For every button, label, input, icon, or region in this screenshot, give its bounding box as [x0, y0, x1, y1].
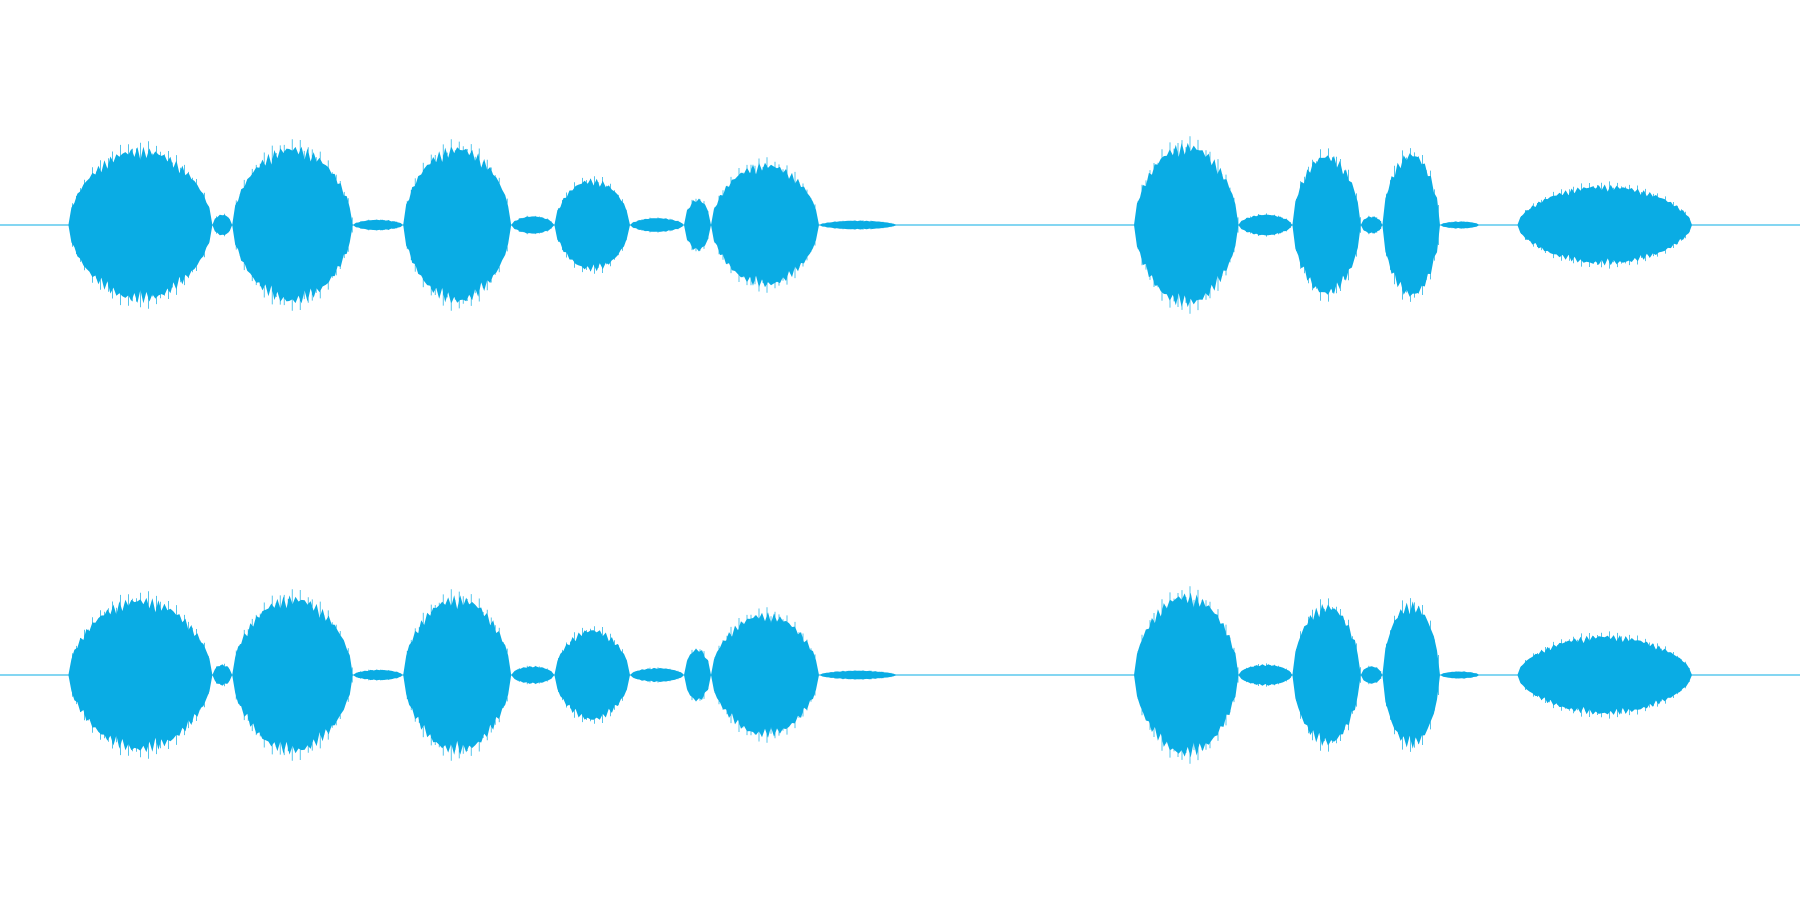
waveform-sample-lines [235, 139, 353, 311]
waveform-sample-lines [558, 176, 627, 274]
waveform-segment [711, 612, 819, 738]
waveform-sample-lines [687, 648, 709, 702]
waveform-sample-lines [406, 139, 508, 311]
waveform-segment [819, 670, 897, 680]
waveform-sample-lines [1364, 215, 1382, 235]
waveform-segment [212, 214, 233, 236]
waveform-channel-1 [0, 136, 1800, 314]
waveform-sample-lines [633, 217, 683, 233]
waveform-segment [819, 220, 897, 230]
waveform-segment [630, 218, 684, 232]
waveform-sample-lines [72, 141, 209, 309]
waveform-sample-lines [558, 626, 627, 724]
waveform-segment [630, 667, 684, 683]
waveform-sample-lines [1443, 671, 1477, 679]
waveform-segment [352, 219, 404, 231]
waveform-sample-lines [1364, 665, 1382, 685]
waveform-sample-lines [406, 589, 508, 761]
waveform-sample-lines [714, 607, 816, 743]
waveform-sample-lines [1296, 148, 1361, 302]
waveform-segment [1517, 184, 1692, 266]
waveform-segment [1517, 635, 1692, 715]
waveform-sample-lines [1242, 213, 1291, 237]
waveform-sample-lines [1242, 663, 1291, 687]
waveform-sample-lines [356, 219, 402, 231]
waveform-segment [1292, 155, 1361, 295]
waveform-segment [1238, 214, 1293, 236]
waveform-sample-lines [514, 215, 552, 235]
waveform-sample-lines [1443, 221, 1477, 229]
waveform-segment [1292, 604, 1361, 746]
waveform-sample-lines [72, 591, 209, 759]
waveform-sample-lines [687, 198, 709, 252]
waveform-segments [68, 586, 1692, 764]
waveform-sample-lines [1521, 181, 1690, 269]
waveform-sample-lines [216, 213, 229, 237]
waveform-segment [1382, 601, 1440, 749]
waveform-segment [1382, 153, 1440, 297]
waveform-sample-lines [822, 220, 896, 230]
waveform-segment [1360, 666, 1383, 684]
waveform-sample-lines [356, 669, 402, 681]
waveform-sample-lines [1386, 598, 1439, 752]
waveform-channel-2 [0, 586, 1800, 764]
waveform-segment [511, 666, 555, 684]
waveform-segment [212, 664, 233, 686]
waveform-segment [711, 162, 819, 288]
waveform-segment [1360, 216, 1383, 234]
waveform-sample-lines [822, 670, 896, 680]
waveform-segment [511, 216, 555, 234]
waveform-sample-lines [1137, 586, 1239, 764]
waveform-sample-lines [514, 665, 552, 685]
waveform-segment [352, 669, 404, 681]
waveform-sample-lines [1137, 136, 1239, 314]
waveform-sample-lines [714, 157, 816, 293]
waveform-segment [403, 595, 512, 755]
waveform-sample-lines [1296, 598, 1361, 752]
waveform-segment [554, 178, 630, 272]
waveform-segment [1238, 664, 1293, 686]
waveform-sample-lines [235, 589, 353, 761]
waveform-segments [68, 136, 1692, 314]
waveform-sample-lines [633, 667, 683, 683]
waveform-segment [554, 630, 630, 720]
waveform-sample-lines [1521, 631, 1690, 719]
waveform-sample-lines [1386, 148, 1439, 302]
waveform-sample-lines [216, 663, 229, 687]
waveform-segment [403, 146, 512, 304]
